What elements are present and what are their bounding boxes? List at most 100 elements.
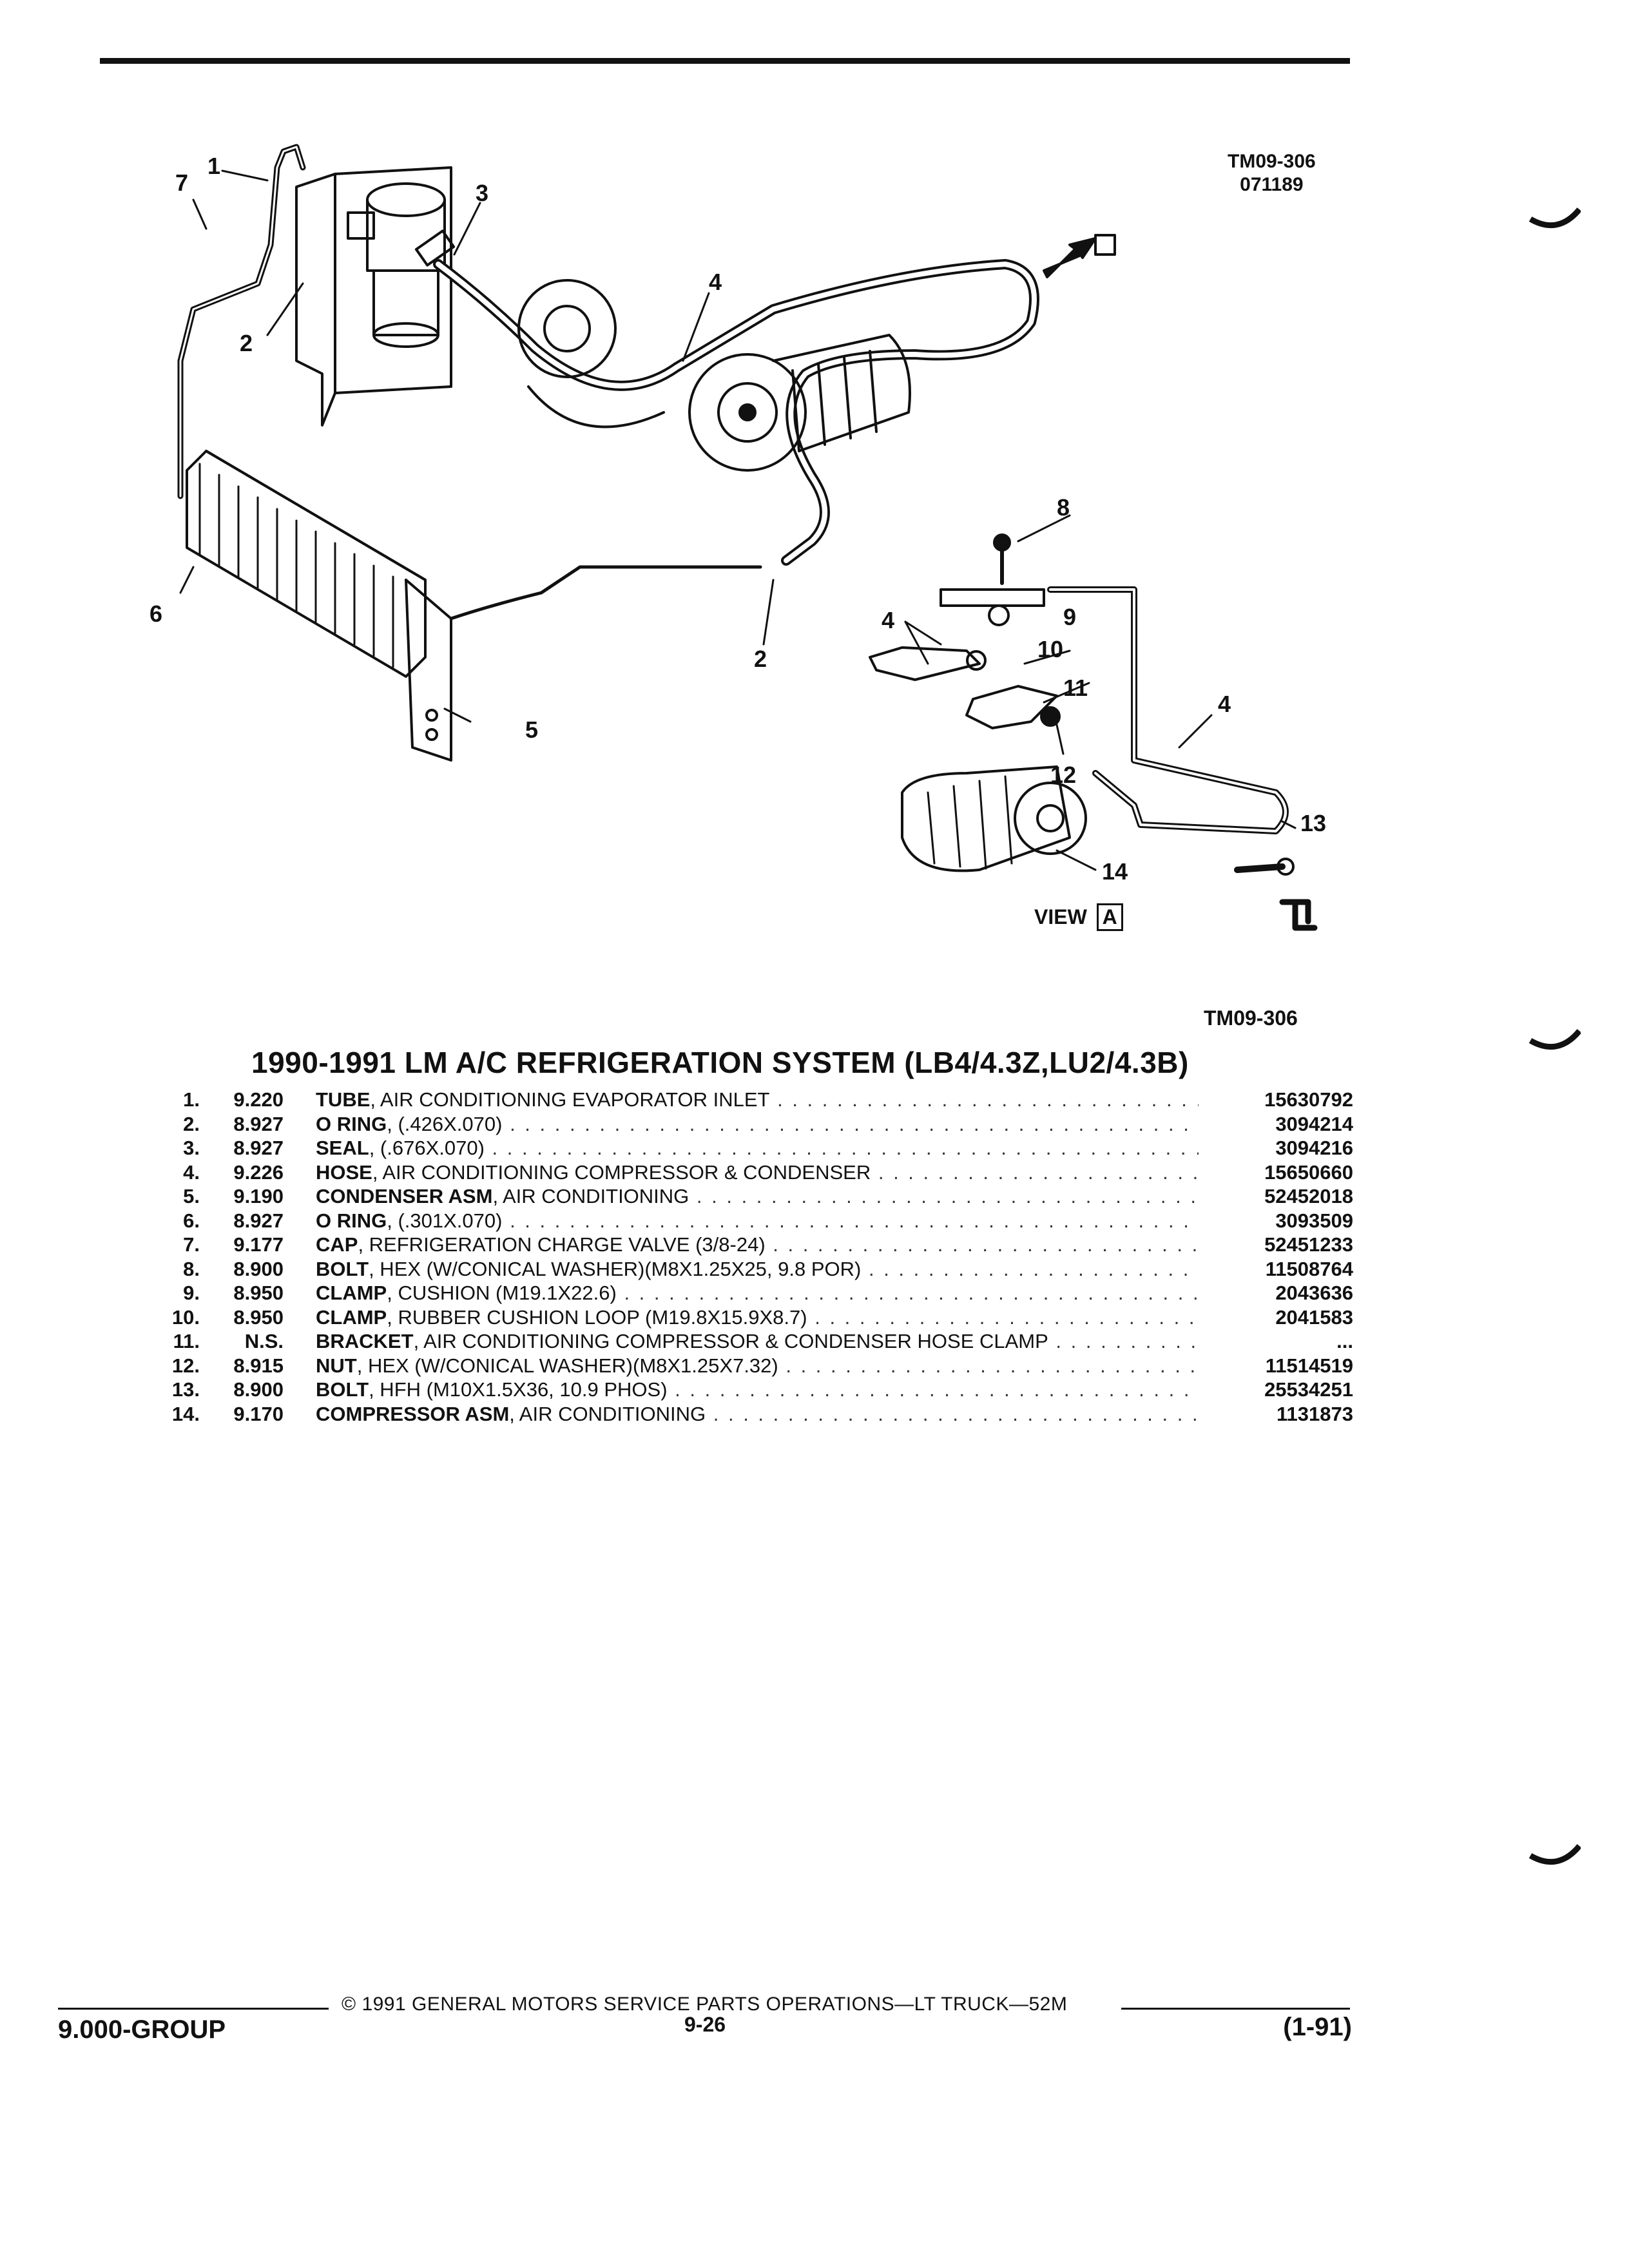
item-number: 11. (173, 1330, 200, 1352)
part-description: NUT, HEX (W/CONICAL WASHER)(M8X1.25X7.32… (316, 1354, 1199, 1378)
top-rule (100, 58, 1350, 64)
callout-11: 11 (1063, 675, 1088, 701)
item-number: 2. (183, 1112, 200, 1135)
parts-row: 9. 8.950 CLAMP, CUSHION (M19.1X22.6) . . .… (161, 1281, 1353, 1305)
leader-dots: . . . . . . . . . . . . . . . . . . . . … (510, 1112, 1199, 1135)
leader-dots: . . . . . . . . . . . . . . . . . . . . … (868, 1257, 1199, 1280)
part-name: O RING (316, 1209, 387, 1232)
group-number: 8.950 (233, 1282, 284, 1304)
group-number: 8.900 (233, 1378, 284, 1401)
item-number: 1. (183, 1088, 200, 1111)
part-name: BRACKET (316, 1330, 414, 1352)
part-description: BRACKET, AIR CONDITIONING COMPRESSOR & C… (316, 1329, 1199, 1354)
figure-code: 071189 (1240, 174, 1304, 195)
group-number: 9.177 (233, 1233, 284, 1256)
callout-1: 1 (207, 153, 220, 179)
part-number: 52452018 (1264, 1185, 1353, 1207)
parts-row: 13. 8.900 BOLT, HFH (M10X1.5X36, 10.9 PHOS… (161, 1378, 1353, 1402)
leader-dots: . . . . . . . . . . . . . . . . . . . . … (510, 1209, 1199, 1232)
callout-2: 2 (240, 330, 253, 356)
item-number: 9. (183, 1282, 200, 1304)
callout-3: 3 (476, 180, 488, 206)
part-description: BOLT, HEX (W/CONICAL WASHER)(M8X1.25X25,… (316, 1257, 1199, 1282)
part-number: 1131873 (1277, 1402, 1353, 1425)
item-number: 14. (171, 1402, 200, 1425)
group-number: 8.927 (233, 1209, 284, 1232)
part-spec: , CUSHION (M19.1X22.6) (387, 1282, 617, 1304)
group-number: 9.226 (233, 1160, 284, 1184)
part-spec: , AIR CONDITIONING COMPRESSOR & CONDENSE… (372, 1160, 871, 1184)
leader-dots: . . . . . . . . . . . . . . . . . . . . … (675, 1378, 1199, 1401)
leader-dots: . . . . . . . . . . . . . . . . . . . . … (878, 1160, 1199, 1184)
part-description: TUBE, AIR CONDITIONING EVAPORATOR INLET … (316, 1088, 1199, 1112)
item-number: 3. (183, 1137, 200, 1159)
callout-4b: 4 (882, 607, 894, 633)
leader-dots: . . . . . . . . . . . . . . . . . . . . … (713, 1402, 1199, 1425)
footer-rule-right (1121, 2008, 1350, 2010)
figure-id: TM09-306 (1228, 151, 1316, 172)
view-letter: A (1096, 903, 1123, 931)
part-number: 3094216 (1275, 1137, 1353, 1159)
item-number: 7. (183, 1233, 200, 1256)
figure-id-block: TM09-306 071189 (1228, 150, 1316, 197)
group-number: 8.927 (233, 1137, 284, 1159)
revision-date: (1-91) (1283, 2013, 1352, 2041)
part-spec: , HFH (M10X1.5X36, 10.9 PHOS) (369, 1378, 668, 1401)
evaporator-inlet-tube (177, 144, 306, 499)
part-description: HOSE, AIR CONDITIONING COMPRESSOR & COND… (316, 1160, 1199, 1185)
part-number: 11514519 (1265, 1354, 1353, 1377)
part-description: CONDENSER ASM, AIR CONDITIONING . . . . … (316, 1184, 1199, 1209)
part-spec: , HEX (W/CONICAL WASHER)(M8X1.25X25, 9.8… (369, 1257, 862, 1280)
leader-dots: . . . . . . . . . . . . . . . . . . . . … (696, 1185, 1199, 1207)
group-number: 8.915 (233, 1354, 284, 1377)
part-name: BOLT (316, 1378, 369, 1401)
part-number: ... (1336, 1330, 1353, 1352)
part-name: O RING (316, 1112, 387, 1135)
condenser (186, 450, 452, 762)
callout-7: 7 (175, 169, 188, 196)
part-name: SEAL (316, 1137, 369, 1159)
compressor-pulley (688, 353, 807, 472)
part-spec: , AIR CONDITIONING COMPRESSOR & CONDENSE… (413, 1330, 1048, 1352)
view-label: VIEW (1034, 905, 1087, 928)
leader-dots: . . . . . . . . . . . . . . . . . . . . … (624, 1282, 1199, 1304)
part-description: CLAMP, CUSHION (M19.1X22.6) . . . . . . … (316, 1281, 1199, 1305)
part-description: CAP, REFRIGERATION CHARGE VALVE (3/8-24)… (316, 1233, 1199, 1257)
binding-mark (1529, 1844, 1581, 1865)
accumulator (366, 182, 446, 217)
callout-4: 4 (709, 269, 722, 295)
part-name: TUBE (316, 1088, 371, 1111)
view-a-label: VIEW A (1034, 903, 1123, 931)
part-spec: , RUBBER CUSHION LOOP (M19.8X15.9X8.7) (387, 1305, 807, 1329)
leader-dots: . . . . . . . . . . . . . . . . . . . . … (492, 1137, 1199, 1159)
part-number: 2043636 (1275, 1282, 1353, 1304)
part-spec: , AIR CONDITIONING (492, 1185, 689, 1207)
callout-4c: 4 (1218, 691, 1231, 717)
callout-12: 12 (1050, 762, 1076, 788)
part-description: CLAMP, RUBBER CUSHION LOOP (M19.8X15.9X8… (316, 1305, 1199, 1330)
ac-system-diagram: 1 7 3 2 4 6 5 2 8 4 9 10 11 12 4 13 14 (149, 144, 1326, 931)
footer-rule-left (58, 2008, 329, 2010)
item-number: 13. (171, 1378, 200, 1401)
part-spec: , HEX (W/CONICAL WASHER)(M8X1.25X7.32) (356, 1354, 778, 1377)
item-number: 6. (183, 1209, 200, 1232)
part-name: COMPRESSOR ASM (316, 1402, 510, 1425)
callout-9: 9 (1063, 604, 1076, 630)
part-spec: , (.301X.070) (387, 1209, 503, 1232)
callout-13: 13 (1300, 810, 1326, 836)
part-number: 52451233 (1264, 1233, 1353, 1256)
item-number: 5. (183, 1185, 200, 1207)
part-number: 3094214 (1275, 1112, 1353, 1135)
item-number: 4. (183, 1160, 200, 1184)
part-description: SEAL, (.676X.070) . . . . . . . . . . . … (316, 1136, 1199, 1160)
part-name: CONDENSER ASM (316, 1185, 493, 1207)
part-name: HOSE (316, 1160, 372, 1184)
hose-main (433, 259, 1039, 566)
alternator (517, 279, 617, 378)
parts-row: 11.N.S.BRACKET, AIR CONDITIONING COMPRES… (161, 1329, 1353, 1354)
